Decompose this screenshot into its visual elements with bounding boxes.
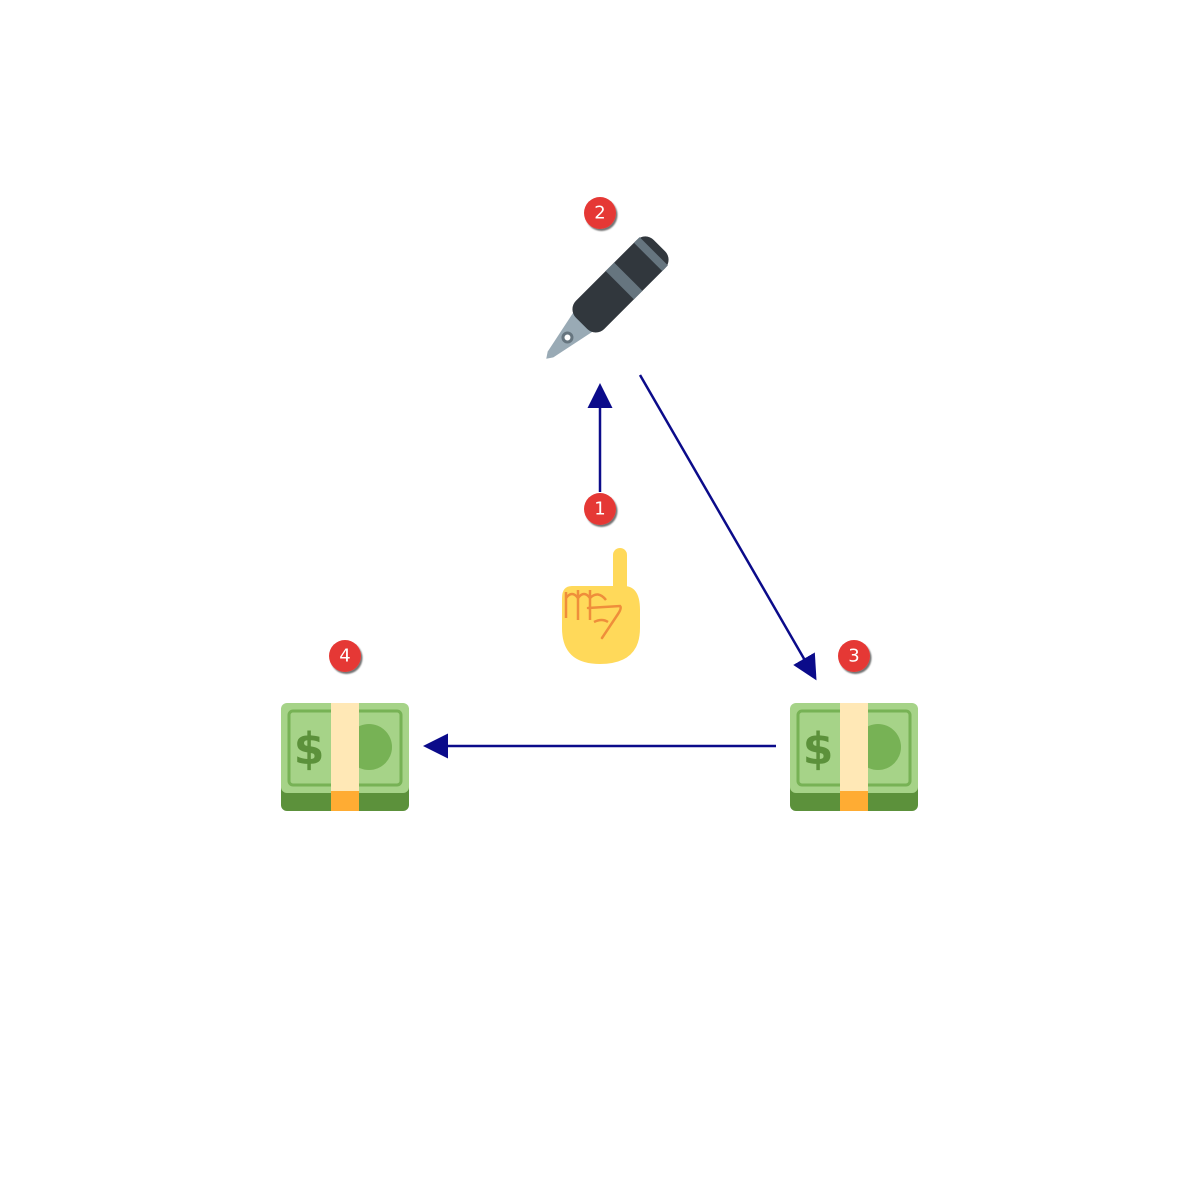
step-number-4: 4	[339, 646, 350, 667]
step-number-3: 3	[848, 646, 859, 667]
step-badge-1: 1	[584, 493, 616, 525]
svg-text:$: $	[294, 724, 325, 775]
step-badge-3: 3	[838, 640, 870, 672]
arrow-pen-to-money	[638, 374, 817, 681]
dollar-banknote-stack-icon: $	[281, 703, 409, 811]
svg-text:$: $	[803, 724, 834, 775]
dollar-banknote-stack-icon: $	[790, 703, 918, 811]
pointing-up-hand-icon	[562, 548, 640, 664]
fountain-pen-icon	[546, 236, 669, 359]
step-number-1: 1	[594, 499, 605, 520]
step-badge-2: 2	[584, 197, 616, 229]
step-number-2: 2	[594, 203, 605, 224]
step-badge-4: 4	[329, 640, 361, 672]
